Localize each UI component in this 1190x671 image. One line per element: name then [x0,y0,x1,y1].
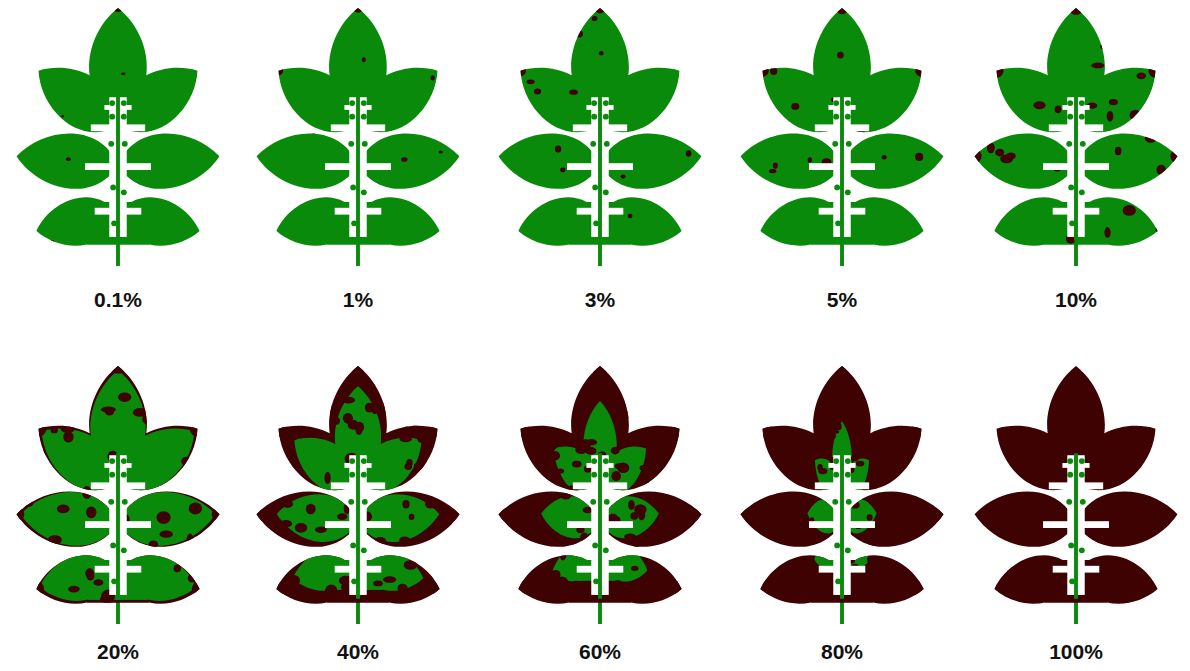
severity-label: 80% [772,640,912,664]
leaf-illustration [726,356,959,624]
severity-label: 100% [1006,640,1146,664]
severity-label: 10% [1006,288,1146,312]
leaf-illustration [960,356,1190,624]
severity-label: 60% [530,640,670,664]
severity-label: 20% [48,640,188,664]
severity-label: 5% [772,288,912,312]
severity-label: 0.1% [48,288,188,312]
leaf-illustration [242,356,475,624]
leaf-illustration [242,0,475,266]
leaf-illustration [2,0,235,266]
leaf-illustration [484,356,717,624]
leaf-illustration [960,0,1190,266]
severity-label: 40% [288,640,428,664]
severity-label: 1% [288,288,428,312]
leaf-illustration [726,0,959,266]
severity-label: 3% [530,288,670,312]
leaf-illustration [2,356,235,624]
leaf-illustration [484,0,717,266]
